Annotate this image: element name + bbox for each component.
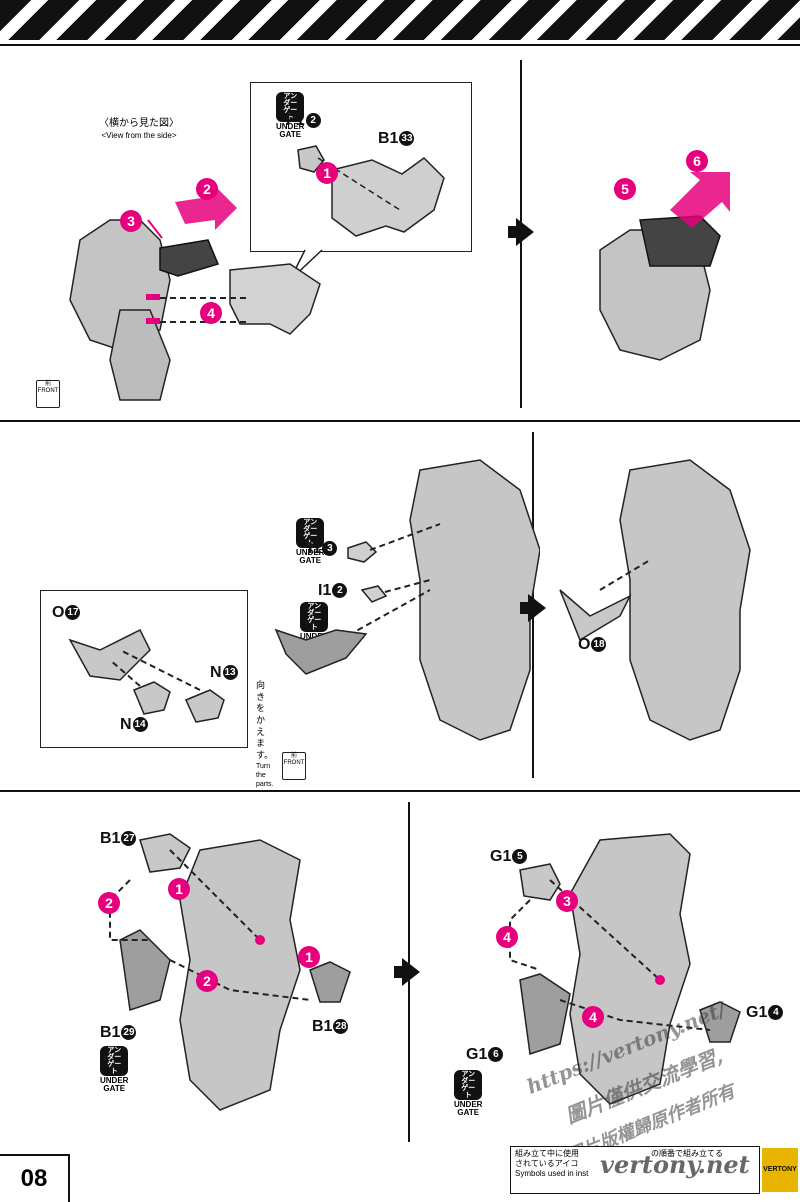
side-view-en: <View from the side> xyxy=(101,130,177,140)
leg-column-shape xyxy=(409,459,540,741)
step-marker-5-1b: 1 xyxy=(298,946,320,968)
turn-parts-note: 向きを かえます。 Turn the parts. xyxy=(256,680,274,788)
leg-column-assembled-shape xyxy=(619,459,751,741)
panel6-illustration xyxy=(509,833,741,1105)
step-marker-6-3: 3 xyxy=(556,890,578,912)
step-marker-2: 2 xyxy=(196,178,218,200)
step-marker-5-1: 1 xyxy=(168,878,190,900)
panel4-illustration xyxy=(559,459,751,741)
panel2-illustration xyxy=(599,172,730,361)
dark-plate-shape xyxy=(159,239,220,277)
icon-legend-box: 組み立て中に使用 されているアイコ Symbols used in inst の… xyxy=(510,1146,760,1194)
next-arrow-1 xyxy=(508,218,534,246)
legend-line-right: の順番で組み立てる xyxy=(651,1149,723,1158)
step-marker-5: 5 xyxy=(614,178,636,200)
row-divider-2 xyxy=(0,790,800,792)
side-view-jp: 〈横から見た図〉 xyxy=(99,118,179,129)
panel5-illustration xyxy=(109,833,351,1111)
hazard-stripe-header xyxy=(0,0,800,40)
step-marker-4: 4 xyxy=(200,302,222,324)
step-marker-6-4a: 4 xyxy=(496,926,518,948)
brand-logo: VERTONY xyxy=(762,1148,798,1192)
under-gate-tag-i3: アンダーゲート UNDER GATE xyxy=(296,518,325,565)
next-arrow-2 xyxy=(520,594,546,622)
side-view-caption: 〈横から見た図〉 <View from the side> xyxy=(84,118,194,141)
lower-leg-assembled-shape xyxy=(569,833,691,1105)
panel1-illustration xyxy=(69,145,445,401)
watermark-site: vertony.net xyxy=(600,1150,750,1179)
legend-line-3: Symbols used in inst xyxy=(515,1169,589,1178)
step-marker-3: 3 xyxy=(120,210,142,232)
row-divider-top xyxy=(0,44,800,46)
step-marker-5-2b: 2 xyxy=(196,970,218,992)
under-gate-tag-g6: アンダーゲート UNDER GATE xyxy=(454,1070,483,1117)
step-marker-6-4b: 4 xyxy=(582,1006,604,1028)
part-b1-33-shape xyxy=(331,157,445,237)
row-divider-1 xyxy=(0,420,800,422)
page-number: 08 xyxy=(0,1154,70,1202)
step-marker-6: 6 xyxy=(686,150,708,172)
step-marker-1: 1 xyxy=(316,162,338,184)
under-gate-tag-b29: アンダーゲート UNDER GATE xyxy=(100,1046,129,1093)
legend-line-1: 組み立て中に使用 xyxy=(515,1149,579,1158)
next-arrow-3 xyxy=(394,958,420,986)
legend-line-2: されているアイコ xyxy=(515,1159,579,1168)
side-part-shape xyxy=(229,263,321,335)
step-marker-5-2a: 2 xyxy=(98,892,120,914)
under-gate-tag: アンダーゲート UNDER GATE xyxy=(276,92,305,139)
panel3-illustration xyxy=(68,459,540,741)
lower-leg-shape xyxy=(179,839,301,1111)
